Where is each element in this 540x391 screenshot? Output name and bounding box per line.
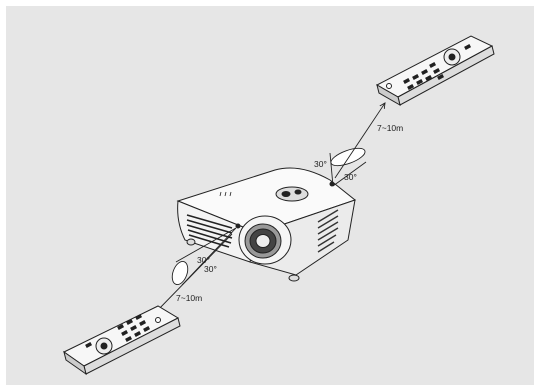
distance-label-bottom: 7~10m <box>176 293 202 303</box>
distance-label-top: 7~10m <box>377 123 403 133</box>
side-vent <box>317 209 339 253</box>
control-panel <box>275 186 309 202</box>
angle-label-bottom-bottom: 30° <box>204 264 217 274</box>
ir-sensor-front <box>235 223 241 229</box>
projector <box>176 167 357 282</box>
remote-control-top <box>375 35 495 107</box>
remote-control-bottom <box>63 305 181 376</box>
front-vent <box>186 214 233 248</box>
signal-cone-bottom <box>155 227 237 313</box>
foot <box>288 274 300 282</box>
angle-label-top-left: 30° <box>314 159 327 169</box>
signal-cone-top <box>329 103 385 187</box>
distance-arrow-bottom <box>155 233 233 313</box>
angle-label-bottom-top: 30° <box>197 255 210 265</box>
remote-buttons <box>403 44 472 90</box>
foot <box>186 238 196 246</box>
distance-arrow-top <box>334 103 385 179</box>
remote-buttons <box>85 314 151 348</box>
angle-label-top-right: 30° <box>344 172 357 182</box>
